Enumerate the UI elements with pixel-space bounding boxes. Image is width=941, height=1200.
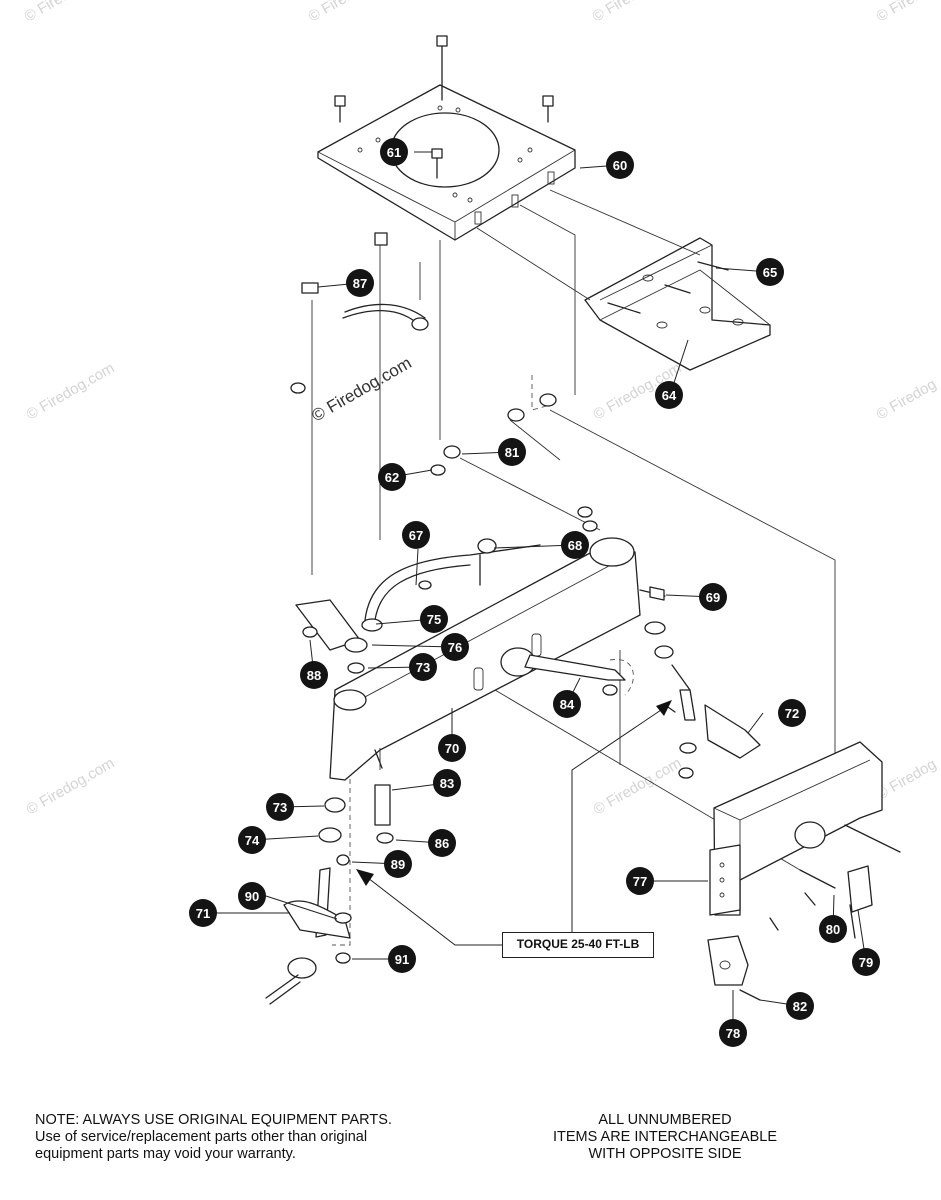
svg-text:72: 72 (785, 706, 799, 721)
svg-text:76: 76 (448, 640, 462, 655)
torque-label: TORQUE 25-40 FT-LB (502, 932, 654, 958)
nut-stack (443, 393, 601, 532)
svg-text:80: 80 (826, 922, 840, 937)
watermark-corner-2: © Firedog (306, 0, 372, 25)
watermark-right-lower: © Firedog (874, 756, 940, 804)
callout-89: 89 (384, 850, 412, 878)
part-87-bolt-and-strap (290, 232, 446, 476)
callout-80: 80 (819, 915, 847, 943)
callout-74: 74 (238, 826, 266, 854)
callout-87: 87 (346, 269, 374, 297)
callout-79: 79 (852, 948, 880, 976)
callout-71: 71 (189, 899, 217, 927)
svg-text:89: 89 (391, 857, 405, 872)
interchangeable-note-line-1: ALL UNNUMBERED (598, 1112, 732, 1128)
warranty-note-line-1: NOTE: ALWAYS USE ORIGINAL EQUIPMENT PART… (35, 1112, 392, 1128)
watermark-corner-3: © Firedog (590, 0, 656, 25)
callout-86: 86 (428, 829, 456, 857)
callout-77: 77 (626, 867, 654, 895)
svg-text:73: 73 (416, 660, 430, 675)
watermark-center: © Firedog.com (309, 353, 415, 425)
interchangeable-note-line-3: WITH OPPOSITE SIDE (588, 1146, 742, 1162)
interchangeable-note: ALL UNNUMBERED ITEMS ARE INTERCHANGEABLE… (520, 1112, 810, 1163)
part-84-tie-bracket (524, 654, 634, 696)
watermark-left-lower: © Firedog.com (24, 754, 118, 818)
part-77-right-bracket (709, 741, 901, 939)
left-washers (295, 599, 383, 674)
callout-73-lower: 73 (266, 793, 294, 821)
callout-64: 64 (655, 381, 683, 409)
svg-text:87: 87 (353, 276, 367, 291)
callout-68: 68 (561, 531, 589, 559)
svg-text:82: 82 (793, 999, 807, 1014)
callout-84: 84 (553, 690, 581, 718)
svg-text:79: 79 (859, 955, 873, 970)
callout-91: 91 (388, 945, 416, 973)
watermark-left-upper: © Firedog.com (24, 359, 118, 423)
callout-88: 88 (300, 661, 328, 689)
callout-60: 60 (606, 151, 634, 179)
svg-text:62: 62 (385, 470, 399, 485)
watermark-mid-lower: © Firedog.com (591, 754, 685, 818)
svg-text:61: 61 (387, 145, 401, 160)
callout-90: 90 (238, 882, 266, 910)
callout-78: 78 (719, 1019, 747, 1047)
parts-67-68-rods (364, 538, 541, 621)
part-60-mount-plate (317, 84, 576, 241)
svg-text:64: 64 (662, 388, 677, 403)
watermark-right-upper: © Firedog (874, 376, 940, 424)
callout-61: 61 (380, 138, 408, 166)
svg-text:77: 77 (633, 874, 647, 889)
callout-73-upper: 73 (409, 653, 437, 681)
warranty-note: NOTE: ALWAYS USE ORIGINAL EQUIPMENT PART… (35, 1112, 475, 1163)
svg-text:86: 86 (435, 836, 449, 851)
callout-72: 72 (778, 699, 806, 727)
svg-text:74: 74 (245, 833, 260, 848)
callout-76: 76 (441, 633, 469, 661)
svg-text:78: 78 (726, 1026, 740, 1041)
part-70-front-axle (329, 537, 666, 781)
svg-text:90: 90 (245, 889, 259, 904)
warranty-note-line-3: equipment parts may void your warranty. (35, 1146, 296, 1162)
torque-arrow-right-head (656, 700, 672, 716)
callout-81: 81 (498, 438, 526, 466)
svg-text:75: 75 (427, 612, 441, 627)
callout-67: 67 (402, 521, 430, 549)
callout-69: 69 (699, 583, 727, 611)
part-69-bolt (649, 586, 665, 601)
callout-82: 82 (786, 992, 814, 1020)
top-bolts (334, 35, 554, 179)
right-spindle-parts (644, 621, 761, 779)
callout-83: 83 (433, 769, 461, 797)
interchangeable-note-line-2: ITEMS ARE INTERCHANGEABLE (553, 1129, 777, 1145)
svg-text:88: 88 (307, 668, 321, 683)
svg-text:68: 68 (568, 538, 582, 553)
svg-text:83: 83 (440, 776, 454, 791)
svg-text:81: 81 (505, 445, 519, 460)
svg-text:60: 60 (613, 158, 627, 173)
torque-arrow-left-head (356, 869, 374, 886)
warranty-note-line-2: Use of service/replacement parts other t… (35, 1129, 368, 1145)
watermark-corner-1: © Firedog (22, 0, 88, 25)
svg-text:91: 91 (395, 952, 409, 967)
callout-75: 75 (420, 605, 448, 633)
part-71-spindle (265, 749, 394, 1005)
svg-text:84: 84 (560, 697, 575, 712)
svg-text:65: 65 (763, 265, 777, 280)
svg-text:71: 71 (196, 906, 210, 921)
watermark-corner-4: © Firedog (874, 0, 940, 25)
svg-text:73: 73 (273, 800, 287, 815)
svg-text:69: 69 (706, 590, 720, 605)
callout-62: 62 (378, 463, 406, 491)
svg-text:67: 67 (409, 528, 423, 543)
callout-65: 65 (756, 258, 784, 286)
part-64-bracket (584, 237, 771, 371)
callout-70: 70 (438, 734, 466, 762)
svg-text:70: 70 (445, 741, 459, 756)
part-78-small-bracket (707, 935, 761, 1001)
